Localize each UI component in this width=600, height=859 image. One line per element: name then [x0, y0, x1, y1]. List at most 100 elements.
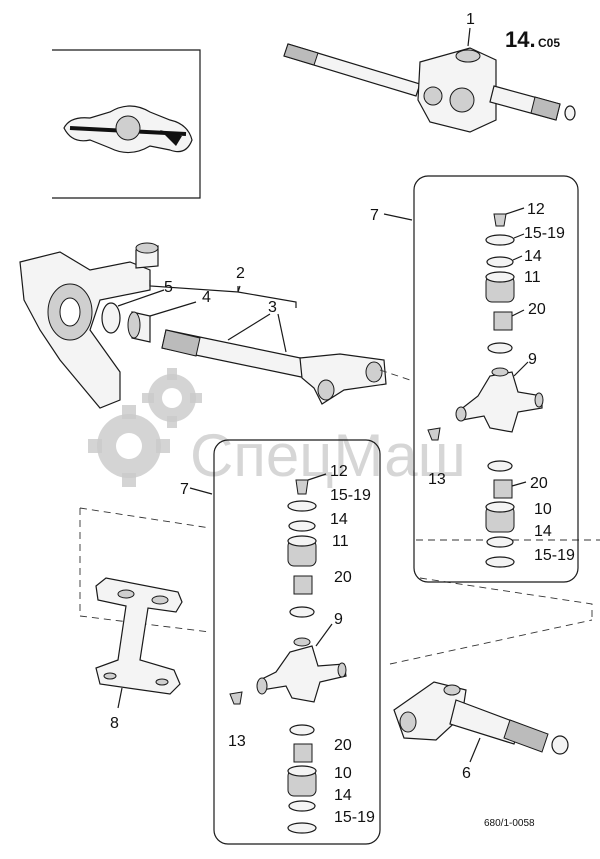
kit-left-seal-b: [288, 800, 316, 812]
kit-left-ring-upper: [289, 606, 315, 618]
kit-right-snap-ring-a: [485, 234, 515, 246]
callout-1: 1: [466, 11, 475, 28]
steering-knuckle-housing: [19, 242, 159, 409]
kit-left-leader-7: [189, 487, 213, 495]
kit-left-leader-9: [315, 623, 333, 647]
kit-left-callout-9: 9: [334, 611, 343, 628]
leader-4: [149, 301, 197, 317]
kit-right-spider-trunnion-right: [534, 392, 544, 408]
kit-left-callout-20a: 20: [334, 569, 352, 586]
assembly-dashed-boundary: [79, 369, 600, 665]
part-8-hole-a: [117, 589, 135, 599]
inset-highlight-arrow: [160, 130, 182, 146]
kit-left-needle-rollers-b: [293, 743, 313, 763]
kit-right-leader-9: [513, 361, 529, 377]
kit-right-callout-13: 13: [428, 471, 446, 488]
kit-right-leader-7: [383, 213, 413, 221]
part-8-hole-d: [155, 678, 169, 686]
kit-left-ring-lower: [289, 724, 315, 736]
kit-right-callout-14a: 14: [524, 248, 542, 265]
kit-left-snap-ring-b: [287, 822, 317, 834]
knuckle-bore: [59, 297, 81, 327]
kit-right-seal-b: [486, 536, 514, 548]
kit-left-callout-12: 12: [330, 463, 348, 480]
kit-right-leader-20a: [511, 309, 525, 317]
part-3-yoke-eye-left: [317, 379, 335, 401]
kit-right-callout-11: 11: [524, 269, 541, 286]
kit-left-needle-rollers-a: [293, 575, 313, 595]
kit-right-cross-spider: [459, 371, 543, 433]
kit-left-callout-20b: 20: [334, 737, 352, 754]
kit-right-leader-20b: [511, 481, 527, 487]
kit-right-needle-rollers-b: [493, 479, 513, 499]
callout-8: 8: [110, 715, 119, 732]
part-4-bushing: 4: [127, 289, 211, 343]
knuckle-kingpin-top: [135, 242, 159, 254]
part-8-hole-c: [103, 672, 117, 680]
kit-left-callout-10: 10: [334, 765, 352, 782]
part-6-shaft: [449, 699, 521, 745]
callout-6: 6: [462, 765, 471, 782]
part-5-ring: [101, 302, 121, 334]
part-3-inner-shaft: 3: [161, 299, 387, 405]
kit-right-callout-7: 7: [370, 207, 379, 224]
leader-3b: [277, 313, 287, 353]
part-8-bracket: 8: [95, 577, 183, 732]
kit-left-callout-7: 7: [180, 481, 189, 498]
part-1-assembled-axle-shaft: 1: [283, 11, 576, 133]
kit-right-spider-trunnion-top: [491, 367, 509, 377]
kit-right-ring-lower: [487, 460, 513, 472]
kit-right-bearing-cup-lower-top: [485, 501, 515, 513]
kit-right-callout-14b: 14: [534, 523, 552, 540]
part-1-splines-outer: [530, 96, 561, 121]
part-6-splines: [503, 719, 549, 753]
kit-right-callout-10: 10: [534, 501, 552, 518]
kit-right-leader-15-19a: [513, 233, 525, 239]
kit-right-grease-fitting: [493, 213, 507, 227]
axle-location-inset: [52, 49, 201, 199]
kit-right-callout-12: 12: [527, 201, 545, 218]
kit-right-ring-upper: [487, 342, 513, 354]
kit-left-spider-trunnion-right: [337, 662, 347, 678]
inset-frame: [52, 49, 201, 199]
kit-right-seal-a: [486, 256, 514, 268]
watermark: СпецМаш: [88, 368, 466, 489]
kit-left-callout-15-19a: 15-19: [330, 487, 371, 504]
watermark-gear-large-icon: [88, 405, 170, 487]
kit-left-cross-spider: [259, 645, 347, 703]
kit-right-grease-plug: [427, 427, 441, 441]
part-1-cap-left: [423, 86, 443, 106]
part-8-body: [95, 577, 183, 695]
part-3-splines: [161, 329, 201, 357]
kit-left-bearing-cup-lower-top: [287, 765, 317, 777]
kit-left-snap-ring-a: [287, 500, 317, 512]
leader-1: [467, 27, 471, 47]
inset-differential: [115, 115, 141, 141]
kit-left-frame: [213, 439, 381, 845]
part-1-cap-top: [455, 49, 481, 63]
part-1-shaft-end: [564, 105, 576, 121]
kit-right-callout-9: 9: [528, 351, 537, 368]
kit-left-leader-12: [307, 473, 327, 481]
kit-left-grease-plug: [229, 691, 243, 705]
leader-8: [117, 687, 123, 709]
repair-kit-box-right: 7 12 15-19 14 11 20 9 13 20 10 14: [370, 175, 579, 583]
leader-6: [469, 737, 481, 763]
leader-5: [117, 289, 165, 307]
kit-left-spider-trunnion-left: [256, 677, 268, 695]
kit-right-callout-20b: 20: [530, 475, 548, 492]
leader-3a: [227, 313, 271, 341]
kit-right-frame: [413, 175, 579, 583]
section-code: C05: [538, 36, 560, 50]
kit-right-leader-12: [505, 207, 525, 215]
kit-left-callout-13: 13: [228, 733, 246, 750]
part-6-yoke-eye-top: [443, 684, 461, 696]
drawing-number: 680/1-0058: [484, 818, 535, 829]
watermark-gear-small-icon: [142, 368, 202, 428]
part-8-hole-b: [151, 595, 169, 605]
kit-left-callout-14a: 14: [330, 511, 348, 528]
kit-left-callout-14b: 14: [334, 787, 352, 804]
part-1-cap-front: [449, 87, 475, 113]
kit-right-spider-trunnion-left: [455, 406, 467, 422]
